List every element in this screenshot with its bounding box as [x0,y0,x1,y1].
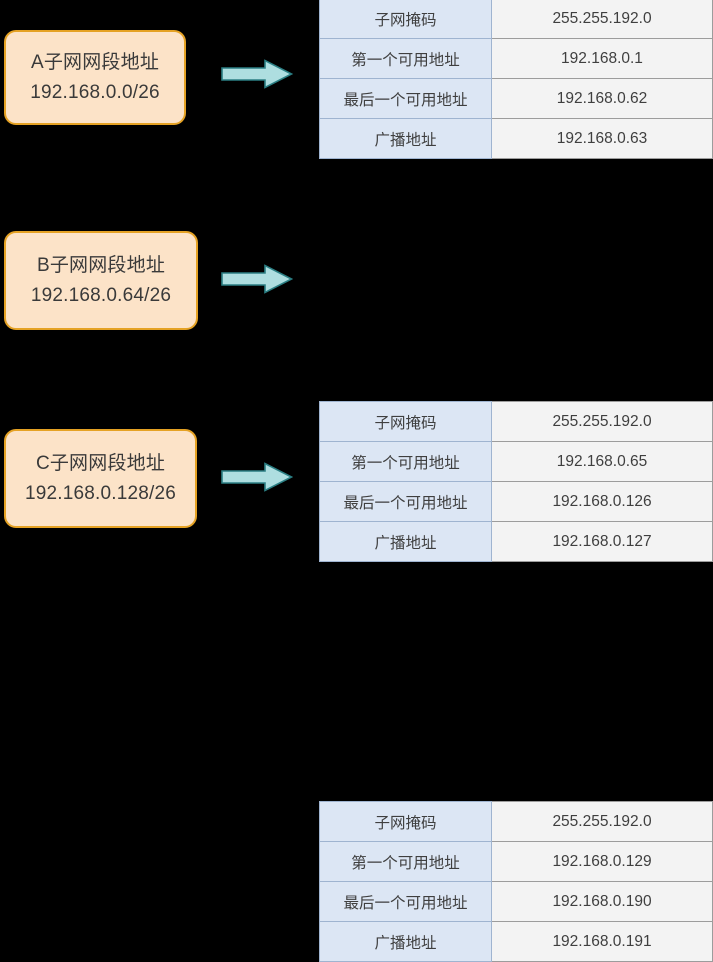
subnet-box-c-cidr: 192.168.0.128/26 [24,483,177,504]
row-label: 最后一个可用地址 [319,881,492,922]
right-arrow-icon-c [221,462,293,492]
table-row: 子网掩码 255.255.192.0 [319,401,713,442]
right-arrow-icon-b [221,264,293,294]
subnet-box-a-title: A子网网段地址 [30,51,160,73]
table-row: 第一个可用地址 192.168.0.129 [319,841,713,882]
table-row: 第一个可用地址 192.168.0.1 [319,38,713,79]
table-row: 子网掩码 255.255.192.0 [319,801,713,842]
row-label: 广播地址 [319,921,492,962]
subnet-box-a[interactable]: A子网网段地址 192.168.0.0/26 [4,30,186,125]
row-value: 192.168.0.127 [491,521,713,562]
row-label: 子网掩码 [319,801,492,842]
row-label: 最后一个可用地址 [319,481,492,522]
subnet-box-b-title: B子网网段地址 [36,254,166,276]
subnet-group-a: A子网网段地址 192.168.0.0/26 子网掩码 255.255.192.… [0,0,713,199]
row-label: 子网掩码 [319,0,492,39]
row-value: 192.168.0.1 [491,38,713,79]
row-value: 192.168.0.191 [491,921,713,962]
row-label: 广播地址 [319,118,492,159]
row-label: 广播地址 [319,521,492,562]
subnet-box-c-title: C子网网段地址 [35,452,166,474]
subnet-box-b-cidr: 192.168.0.64/26 [30,285,172,306]
row-value: 192.168.0.62 [491,78,713,119]
row-value: 255.255.192.0 [491,401,713,442]
row-label: 第一个可用地址 [319,841,492,882]
subnet-group-b: B子网网段地址 192.168.0.64/26 子网掩码 255.255.192… [0,200,713,562]
row-value: 192.168.0.126 [491,481,713,522]
subnet-box-c[interactable]: C子网网段地址 192.168.0.128/26 [4,429,197,528]
row-value: 255.255.192.0 [491,801,713,842]
subnet-info-table-c: 子网掩码 255.255.192.0 第一个可用地址 192.168.0.129… [319,801,713,962]
right-arrow-icon-a [221,59,293,89]
table-row: 最后一个可用地址 192.168.0.126 [319,481,713,522]
row-label: 子网掩码 [319,401,492,442]
table-row: 最后一个可用地址 192.168.0.190 [319,881,713,922]
table-row: 子网掩码 255.255.192.0 [319,0,713,39]
row-value: 255.255.192.0 [491,0,713,39]
table-row: 最后一个可用地址 192.168.0.62 [319,78,713,119]
table-row: 广播地址 192.168.0.63 [319,118,713,159]
row-label: 第一个可用地址 [319,38,492,79]
row-value: 192.168.0.65 [491,441,713,482]
row-value: 192.168.0.129 [491,841,713,882]
subnet-group-c: C子网网段地址 192.168.0.128/26 子网掩码 255.255.19… [0,400,713,962]
subnet-info-table-a: 子网掩码 255.255.192.0 第一个可用地址 192.168.0.1 最… [319,0,713,159]
table-row: 第一个可用地址 192.168.0.65 [319,441,713,482]
subnet-info-table-b: 子网掩码 255.255.192.0 第一个可用地址 192.168.0.65 … [319,401,713,562]
row-value: 192.168.0.190 [491,881,713,922]
subnet-box-b[interactable]: B子网网段地址 192.168.0.64/26 [4,231,198,330]
row-label: 最后一个可用地址 [319,78,492,119]
subnet-box-a-cidr: 192.168.0.0/26 [30,82,160,103]
table-row: 广播地址 192.168.0.191 [319,921,713,962]
row-value: 192.168.0.63 [491,118,713,159]
table-row: 广播地址 192.168.0.127 [319,521,713,562]
